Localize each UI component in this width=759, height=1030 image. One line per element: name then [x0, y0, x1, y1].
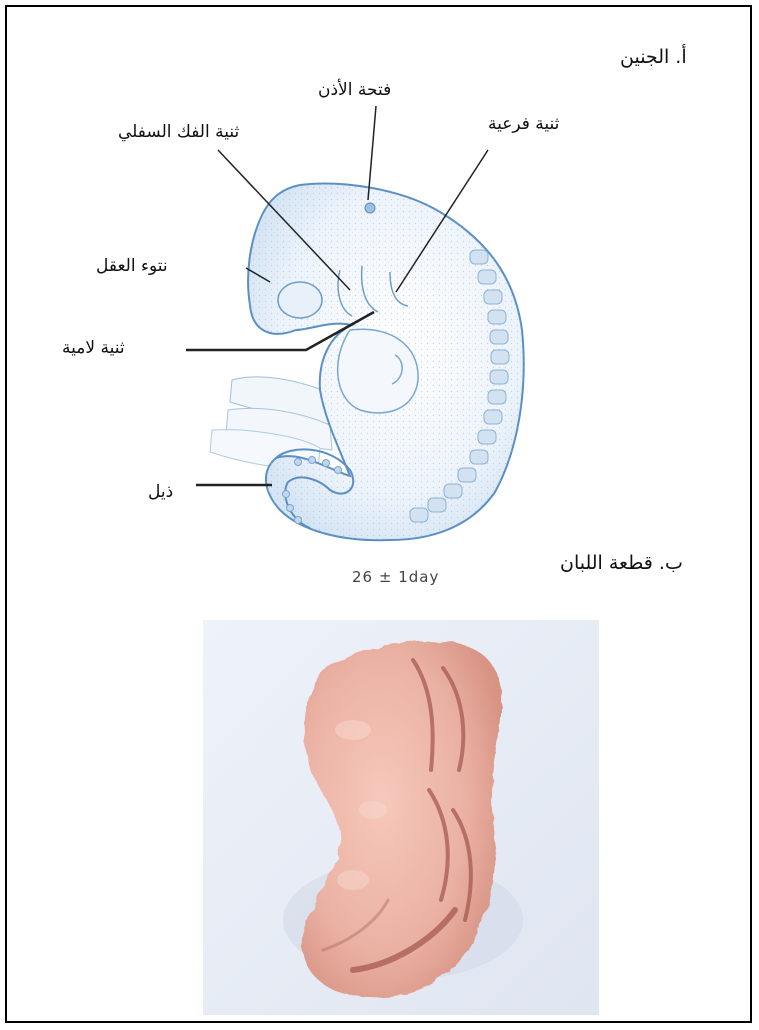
- ear-pit: [365, 203, 375, 213]
- label-branchial-fold: ثنية فرعية: [488, 114, 559, 134]
- stage-caption: 26 ± 1day: [352, 567, 439, 587]
- section-b-heading: ب. قطعة اللبان: [560, 553, 683, 573]
- label-mandibular-fold: ثنية الفك السفلي: [118, 122, 239, 142]
- gum-photo: [203, 620, 599, 1015]
- limb-bud: [210, 377, 335, 470]
- label-ear-opening: فتحة الأذن: [318, 80, 391, 100]
- section-a-heading: أ. الجنين: [620, 47, 687, 67]
- leader-ear-opening: [368, 106, 376, 200]
- gum-photo-svg: [203, 620, 599, 1015]
- label-jaw-process: نتوء العقل: [96, 256, 168, 276]
- label-tail: ذيل: [148, 482, 173, 502]
- label-lambda-fold: ثنية لامية: [62, 338, 125, 358]
